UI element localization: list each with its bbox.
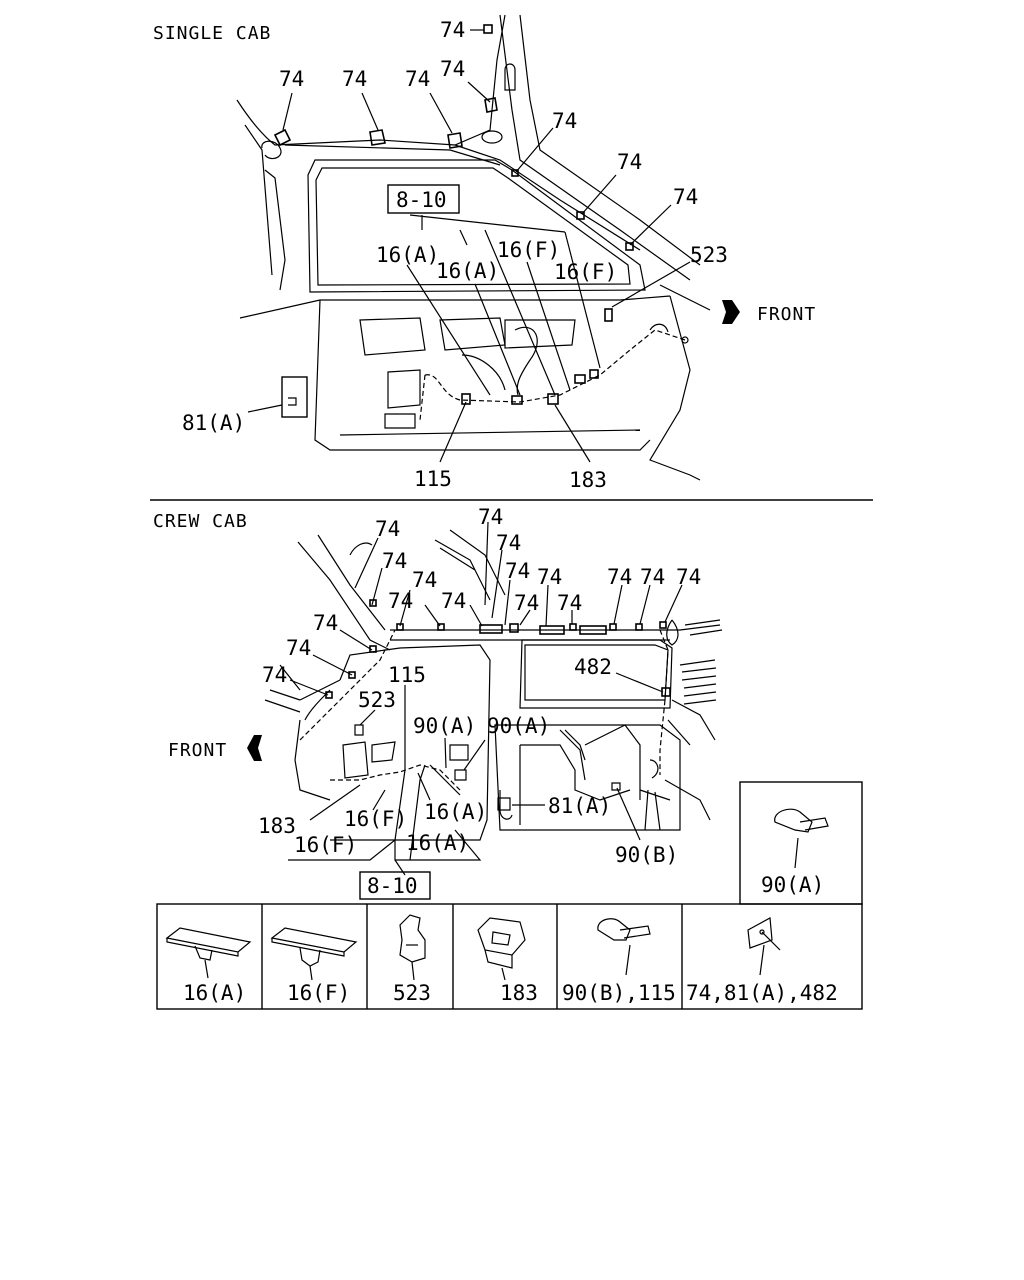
label-74: 74: [514, 591, 539, 615]
inset-label: 90(A): [761, 873, 824, 897]
label-74: 74: [673, 185, 698, 209]
label-74: 74: [440, 57, 465, 81]
label-74: 74: [286, 636, 311, 660]
single-cab-section: SINGLE CAB: [153, 14, 816, 492]
label-482: 482: [574, 655, 612, 679]
label-74: 74: [262, 663, 287, 687]
front-arrow-icon: [722, 300, 740, 324]
parts-legend: 16(A) 16(F) 523 183 90(B),115 74,81(A),4…: [156, 903, 863, 1010]
label-74: 74: [342, 67, 367, 91]
label-16f: 16(F): [294, 833, 357, 857]
label-90b: 90(B): [615, 843, 678, 867]
label-183: 183: [569, 468, 607, 492]
label-115: 115: [414, 467, 452, 491]
legend-label: 74,81(A),482: [686, 981, 838, 1005]
label-74: 74: [640, 565, 665, 589]
front-arrow-icon: [247, 735, 262, 761]
clip-74-81a-482-icon: [747, 917, 781, 976]
label-74: 74: [382, 549, 407, 573]
label-16a: 16(A): [436, 259, 499, 283]
label-74: 74: [478, 505, 503, 529]
label-90a: 90(A): [413, 714, 476, 738]
crew-cab-title: CREW CAB: [153, 511, 248, 532]
ref-box-8-10: [359, 871, 431, 900]
label-115: 115: [388, 663, 426, 687]
label-74: 74: [405, 67, 430, 91]
clip-74-a: [273, 128, 292, 147]
ref-box-label: 8-10: [396, 188, 447, 212]
label-183: 183: [258, 814, 296, 838]
legend-label: 523: [393, 981, 431, 1005]
label-90a: 90(A): [487, 714, 550, 738]
label-74: 74: [388, 589, 413, 613]
label-16a: 16(A): [406, 831, 469, 855]
label-74: 74: [552, 109, 577, 133]
label-74: 74: [412, 568, 437, 592]
label-523: 523: [690, 243, 728, 267]
label-16f: 16(F): [344, 807, 407, 831]
label-16a: 16(A): [424, 800, 487, 824]
label-74: 74: [313, 611, 338, 635]
label-16f: 16(F): [554, 260, 617, 284]
label-74: 74: [607, 565, 632, 589]
clip-90b-115-icon: [597, 918, 651, 976]
label-74: 74: [496, 531, 521, 555]
single-cab-title: SINGLE CAB: [153, 23, 271, 44]
label-81a: 81(A): [182, 411, 245, 435]
label-16a: 16(A): [376, 243, 439, 267]
label-74: 74: [617, 150, 642, 174]
legend-label: 183: [500, 981, 538, 1005]
fastener-16a-icon: [165, 927, 252, 979]
label-74: 74: [441, 589, 466, 613]
label-16f: 16(F): [497, 238, 560, 262]
crew-cab-section: CREW CAB: [153, 505, 723, 900]
front-label: FRONT: [168, 740, 227, 761]
label-74: 74: [557, 591, 582, 615]
label-74: 74: [537, 565, 562, 589]
fastener-16f-icon: [270, 927, 358, 981]
legend-label: 90(B),115: [562, 981, 676, 1005]
label-81a: 81(A): [548, 794, 611, 818]
label-74: 74: [375, 517, 400, 541]
inset-90a: 90(A): [739, 781, 863, 905]
label-523: 523: [358, 688, 396, 712]
legend-label: 16(A): [183, 981, 246, 1005]
clip-523-icon: [399, 914, 426, 981]
label-74: 74: [505, 559, 530, 583]
legend-label: 16(F): [287, 981, 350, 1005]
label-74: 74: [676, 565, 701, 589]
ref-box-label: 8-10: [367, 874, 418, 898]
clip-183-icon: [477, 917, 526, 981]
label-74: 74: [440, 18, 465, 42]
ref-box-8-10: [387, 184, 460, 214]
front-label: FRONT: [757, 304, 816, 325]
part-81a-bracket: [281, 376, 308, 418]
label-74: 74: [279, 67, 304, 91]
